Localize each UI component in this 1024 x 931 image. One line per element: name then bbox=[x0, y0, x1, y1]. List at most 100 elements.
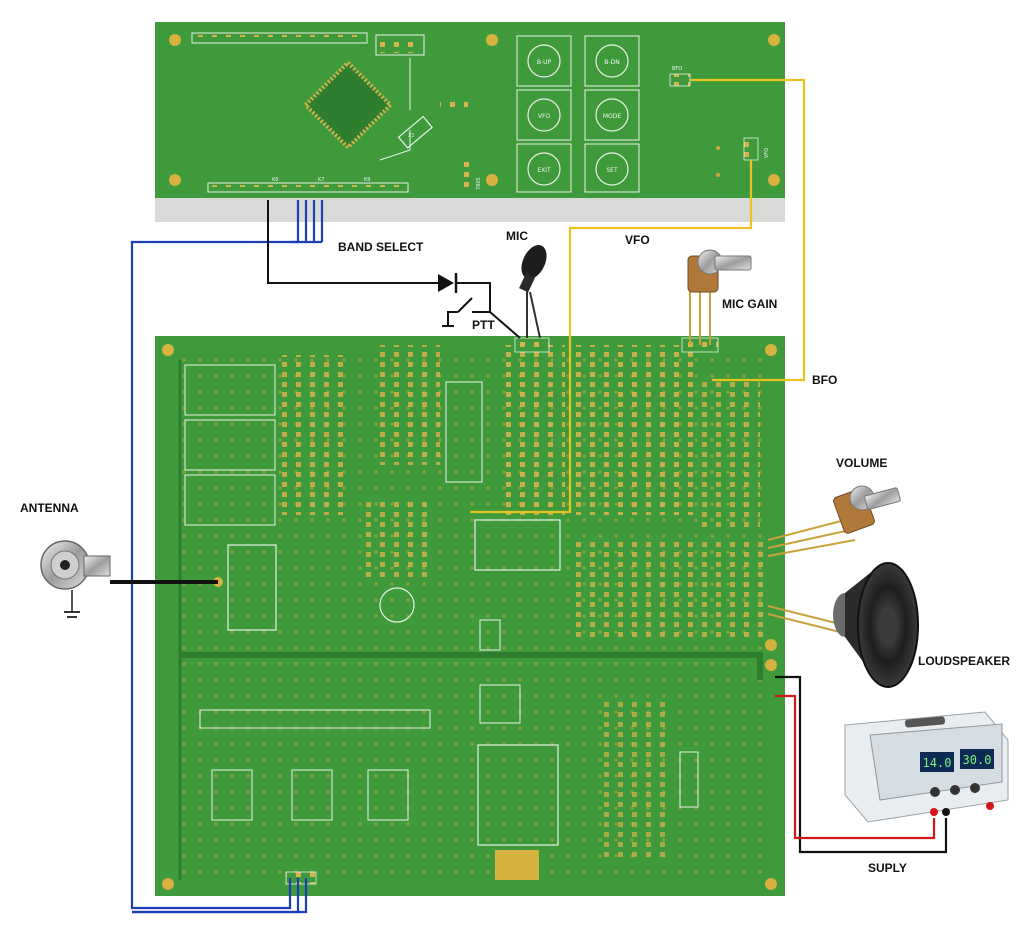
ptt-wire bbox=[457, 282, 521, 339]
mount-hole bbox=[486, 34, 498, 46]
microphone-icon bbox=[519, 245, 547, 293]
current-readout: 30.0 bbox=[963, 753, 992, 767]
band-connector bbox=[285, 871, 317, 885]
button-b-up: B-UP bbox=[516, 35, 572, 87]
lpf-row bbox=[199, 709, 431, 729]
via bbox=[716, 173, 720, 177]
resistor-large bbox=[679, 751, 699, 808]
button-vfo-label: VFO bbox=[538, 113, 551, 120]
k9-silk: K9 bbox=[364, 177, 370, 183]
mount-hole bbox=[486, 174, 498, 186]
lcd-header-pads bbox=[194, 35, 365, 41]
button-mode: MODE bbox=[584, 89, 640, 141]
ptt-switch-lever bbox=[457, 297, 473, 313]
lcd-header bbox=[191, 32, 368, 44]
filter-block bbox=[184, 419, 276, 471]
mount-hole bbox=[162, 344, 174, 356]
label-volume: VOLUME bbox=[836, 456, 887, 470]
ground-trace bbox=[180, 652, 763, 680]
trace bbox=[379, 130, 411, 161]
lpf-coil bbox=[291, 769, 333, 821]
mount-hole bbox=[768, 34, 780, 46]
control-board-edge bbox=[155, 196, 785, 222]
knob-icon bbox=[970, 783, 980, 793]
current-display bbox=[960, 749, 994, 769]
vfo-connector bbox=[743, 137, 759, 161]
speaker-wire bbox=[767, 613, 841, 633]
band-header-pads bbox=[210, 185, 406, 190]
component-field bbox=[380, 345, 440, 465]
ic-footprint bbox=[445, 381, 483, 483]
lpf-coil bbox=[211, 769, 253, 821]
crystal-x1 bbox=[397, 115, 433, 149]
power-supply-icon: 14.0 30.0 bbox=[844, 711, 1009, 823]
positive-terminal-icon bbox=[930, 808, 938, 816]
regulator-pads bbox=[460, 160, 476, 190]
label-loudspeaker: LOUDSPEAKER bbox=[918, 654, 1010, 668]
k6-silk: K6 bbox=[272, 177, 278, 183]
mount-hole bbox=[169, 34, 181, 46]
label-bfo: BFO bbox=[812, 373, 837, 387]
vfo-silk: VFO bbox=[764, 148, 770, 158]
button-vfo: VFO bbox=[516, 89, 572, 141]
label-antenna: ANTENNA bbox=[20, 501, 79, 515]
label-supply: SUPLY bbox=[868, 861, 907, 875]
mic-gain-potentiometer-icon bbox=[687, 249, 752, 293]
main-board bbox=[155, 336, 785, 896]
filter-block bbox=[184, 364, 276, 416]
band-wire bbox=[130, 200, 300, 910]
band-wire bbox=[132, 878, 308, 914]
supply-negative-wire bbox=[775, 675, 948, 854]
component-field bbox=[600, 700, 670, 860]
label-mic: MIC bbox=[506, 229, 528, 243]
terminal-icon bbox=[986, 802, 994, 810]
loudspeaker-icon bbox=[833, 562, 919, 688]
k7-silk: K7 bbox=[318, 177, 324, 183]
toroid-footprint bbox=[379, 587, 415, 623]
mic-connector bbox=[514, 337, 550, 353]
component-field bbox=[630, 345, 700, 515]
antenna-socket-icon bbox=[40, 540, 111, 618]
jumper-pads bbox=[440, 100, 468, 108]
mount-hole bbox=[765, 344, 777, 356]
mount-hole bbox=[768, 174, 780, 186]
label-ptt: PTT bbox=[472, 318, 495, 332]
power-connector bbox=[495, 850, 539, 880]
band-header bbox=[207, 182, 409, 193]
knob-icon bbox=[950, 785, 960, 795]
component-field bbox=[575, 540, 765, 640]
label-vfo: VFO bbox=[625, 233, 650, 247]
pa-transformer bbox=[479, 684, 521, 724]
button-exit: EXIT bbox=[516, 143, 572, 193]
wires bbox=[110, 78, 948, 914]
voltage-display bbox=[920, 752, 954, 772]
handle-icon bbox=[904, 716, 946, 728]
mic-wire bbox=[529, 291, 541, 339]
supply-positive-wire bbox=[775, 694, 936, 840]
x1-silk: X1 bbox=[408, 133, 415, 139]
icsp-header-pads bbox=[378, 37, 422, 53]
bfo-wire bbox=[690, 78, 806, 382]
regulator-silk: 7805 bbox=[476, 177, 482, 190]
component-field bbox=[360, 500, 435, 580]
diode-icon bbox=[438, 274, 454, 292]
component-field bbox=[280, 355, 350, 515]
bfo-silk: BFO bbox=[672, 66, 682, 72]
label-mic-gain: MIC GAIN bbox=[722, 297, 777, 311]
volume-wire bbox=[767, 529, 851, 549]
negative-terminal-icon bbox=[942, 808, 950, 816]
button-b-up-label: B-UP bbox=[537, 59, 552, 66]
button-b-dn: B-DN bbox=[584, 35, 640, 87]
component-field bbox=[505, 345, 565, 515]
mount-hole bbox=[765, 639, 777, 651]
ic-footprint bbox=[474, 519, 561, 571]
lpf-coil bbox=[367, 769, 409, 821]
icsp-header bbox=[375, 34, 425, 56]
microcontroller-chip bbox=[302, 59, 394, 151]
trimmer bbox=[479, 619, 501, 651]
vfo-wire bbox=[470, 160, 753, 514]
button-set-label: SET bbox=[606, 167, 618, 174]
voltage-readout: 14.0 bbox=[923, 756, 952, 770]
mount-hole bbox=[765, 878, 777, 890]
